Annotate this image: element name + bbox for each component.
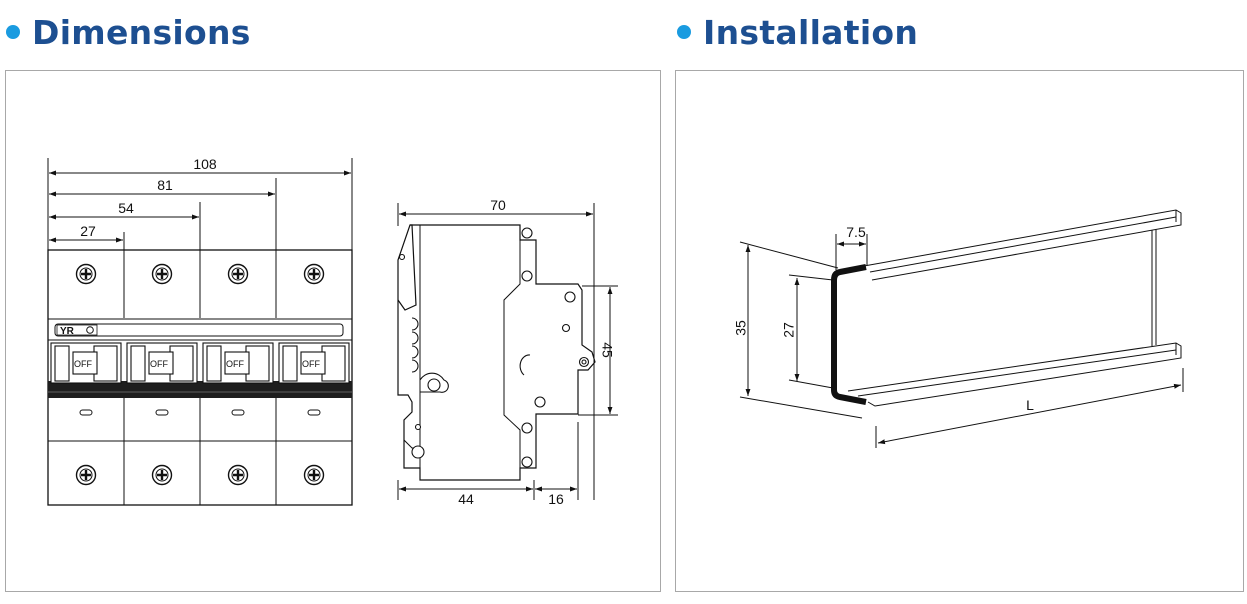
handle-off-label: OFF <box>302 359 320 369</box>
dimensions-title: Dimensions <box>32 12 251 52</box>
brand-logo-icon <box>86 326 94 334</box>
dim-rail-inner-27: 27 <box>781 322 797 338</box>
switch-state-labels: OFF OFF OFF OFF <box>74 359 320 369</box>
dim-rail-length: L <box>1026 397 1034 413</box>
dim-height-45: 45 <box>599 342 615 358</box>
handle-off-label: OFF <box>226 359 244 369</box>
bullet-icon <box>6 25 20 39</box>
brand-label: YR <box>60 326 75 337</box>
handle-off-label: OFF <box>150 359 168 369</box>
dim-rail-height-35: 35 <box>733 320 749 336</box>
dim-width-54: 54 <box>118 200 134 216</box>
din-rail-drawing <box>739 209 1184 448</box>
dim-width-27: 27 <box>80 223 96 239</box>
dim-width-108: 108 <box>193 156 217 172</box>
installation-title: Installation <box>703 12 919 52</box>
installation-panel <box>675 70 1244 592</box>
handle-off-label: OFF <box>74 359 92 369</box>
bullet-icon <box>677 25 691 39</box>
dim-base-44: 44 <box>458 491 474 507</box>
side-view-holes <box>398 227 590 468</box>
dim-rail-lip: 7.5 <box>846 224 866 240</box>
dim-lever-16: 16 <box>548 491 564 507</box>
installation-heading: Installation <box>677 10 918 54</box>
dimensions-heading: Dimensions <box>6 10 251 54</box>
front-view-drawing <box>47 158 353 506</box>
dim-depth-70: 70 <box>490 197 506 213</box>
side-view-drawing <box>397 203 618 500</box>
dim-width-81: 81 <box>157 177 173 193</box>
